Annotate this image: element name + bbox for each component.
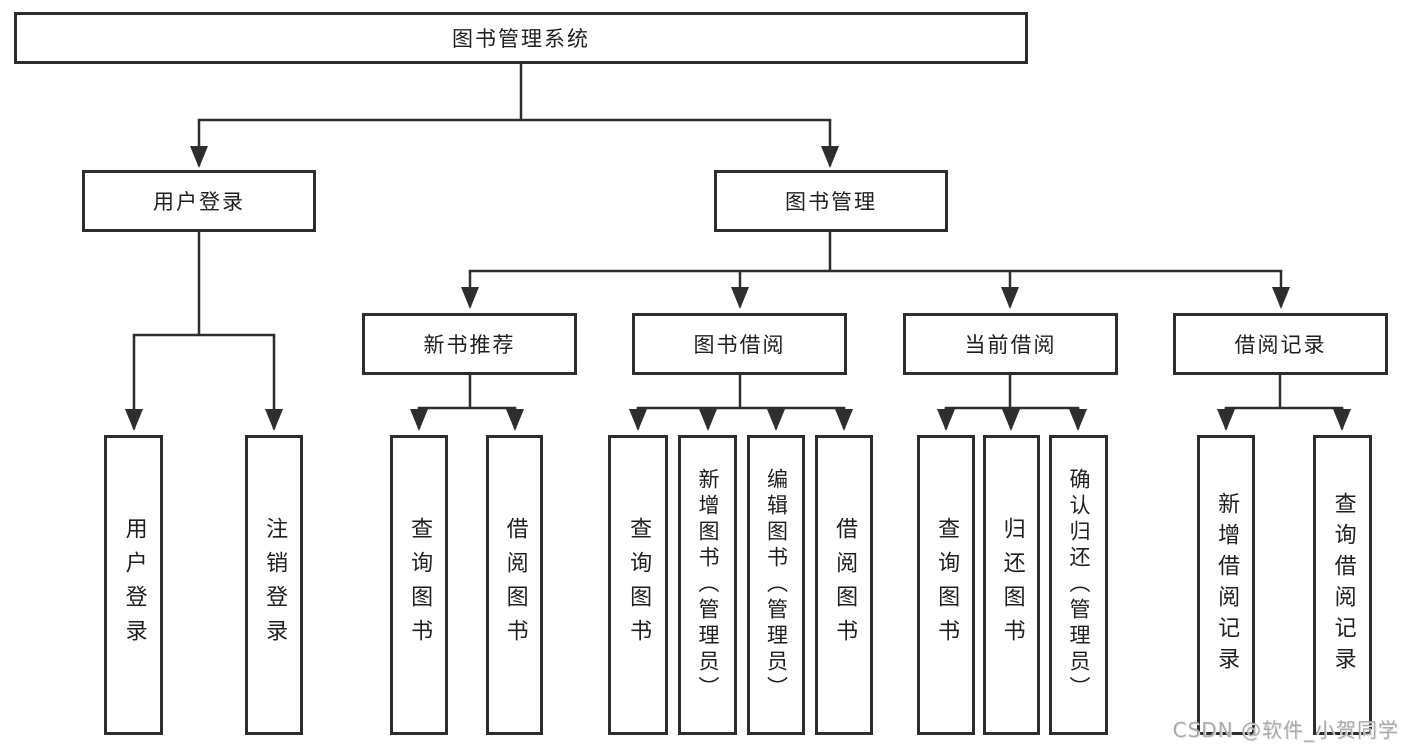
- leaf-label: 查询借阅记录: [1330, 492, 1356, 678]
- node-leaf-add-book-admin: 新增图书（管理员）: [678, 435, 737, 735]
- leaf-label: 查询图书: [934, 517, 960, 653]
- node-leaf-borrow-books-2: 借阅图书: [815, 435, 873, 735]
- leaf-label: 用户登录: [121, 517, 147, 653]
- leaf-label: 编辑图书（管理员）: [764, 468, 789, 702]
- node-current-borrow: 当前借阅: [903, 313, 1118, 375]
- leaf-label: 新增借阅记录: [1214, 492, 1240, 678]
- leaf-label: 注销登录: [262, 517, 288, 653]
- csdn-watermark: CSDN @软件_小贺同学: [1172, 718, 1399, 742]
- node-borrow-records: 借阅记录: [1173, 313, 1388, 375]
- node-leaf-query-borrow-record: 查询借阅记录: [1313, 435, 1372, 735]
- node-new-book-recommend: 新书推荐: [362, 313, 577, 375]
- node-leaf-confirm-return-admin: 确认归还（管理员）: [1049, 435, 1108, 735]
- node-leaf-add-borrow-record: 新增借阅记录: [1197, 435, 1255, 735]
- leaf-label: 查询图书: [626, 517, 652, 653]
- node-leaf-edit-book-admin: 编辑图书（管理员）: [747, 435, 805, 735]
- node-leaf-query-books-2: 查询图书: [608, 435, 668, 735]
- leaf-label: 借阅图书: [502, 517, 528, 653]
- node-book-borrow: 图书借阅: [632, 313, 847, 375]
- leaf-label: 新增图书（管理员）: [696, 468, 721, 702]
- leaf-label: 借阅图书: [832, 517, 858, 653]
- node-root-system: 图书管理系统: [14, 12, 1028, 64]
- node-leaf-query-books-1: 查询图书: [390, 435, 448, 735]
- node-leaf-user-login: 用户登录: [104, 435, 163, 735]
- leaf-label: 确认归还（管理员）: [1067, 468, 1092, 702]
- node-leaf-borrow-books-1: 借阅图书: [486, 435, 543, 735]
- node-leaf-logout: 注销登录: [245, 435, 303, 735]
- node-leaf-query-books-3: 查询图书: [917, 435, 975, 735]
- leaf-label: 查询图书: [407, 517, 433, 653]
- node-book-management: 图书管理: [714, 170, 948, 232]
- node-user-login: 用户登录: [82, 170, 316, 232]
- node-leaf-return-book: 归还图书: [983, 435, 1040, 735]
- leaf-label: 归还图书: [999, 517, 1025, 653]
